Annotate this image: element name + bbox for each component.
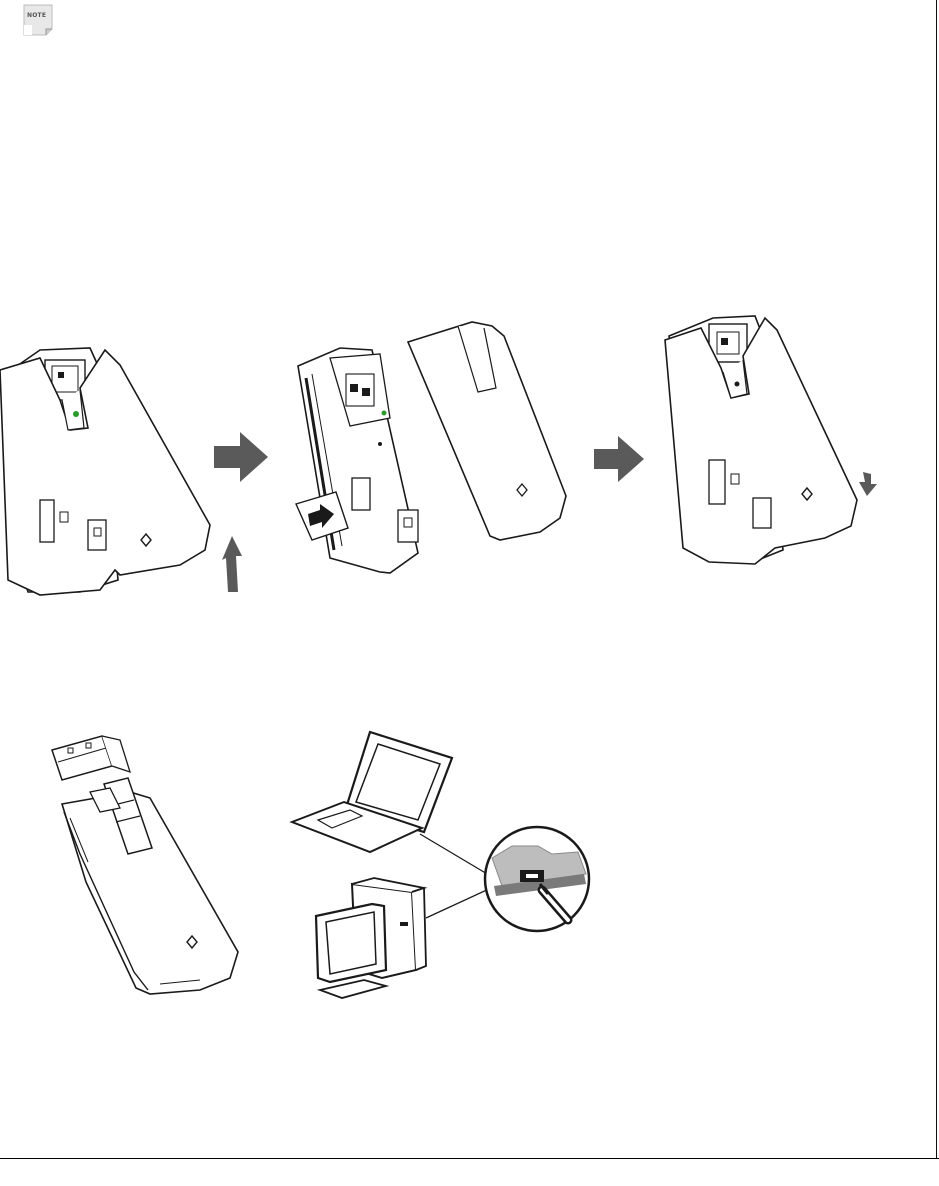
note-label: NOTE [27, 12, 46, 19]
note-icon: NOTE [22, 3, 56, 37]
step-arrow-1 [212, 432, 270, 482]
step-insert-sim-figure [290, 318, 580, 580]
usb-port-closeup [482, 824, 592, 934]
step-arrow-2 [592, 436, 646, 482]
step-replace-cover-figure [665, 312, 895, 574]
page-right-edge [936, 0, 937, 1158]
usb-modem-figure [50, 722, 250, 998]
footer-rule [0, 1158, 939, 1159]
